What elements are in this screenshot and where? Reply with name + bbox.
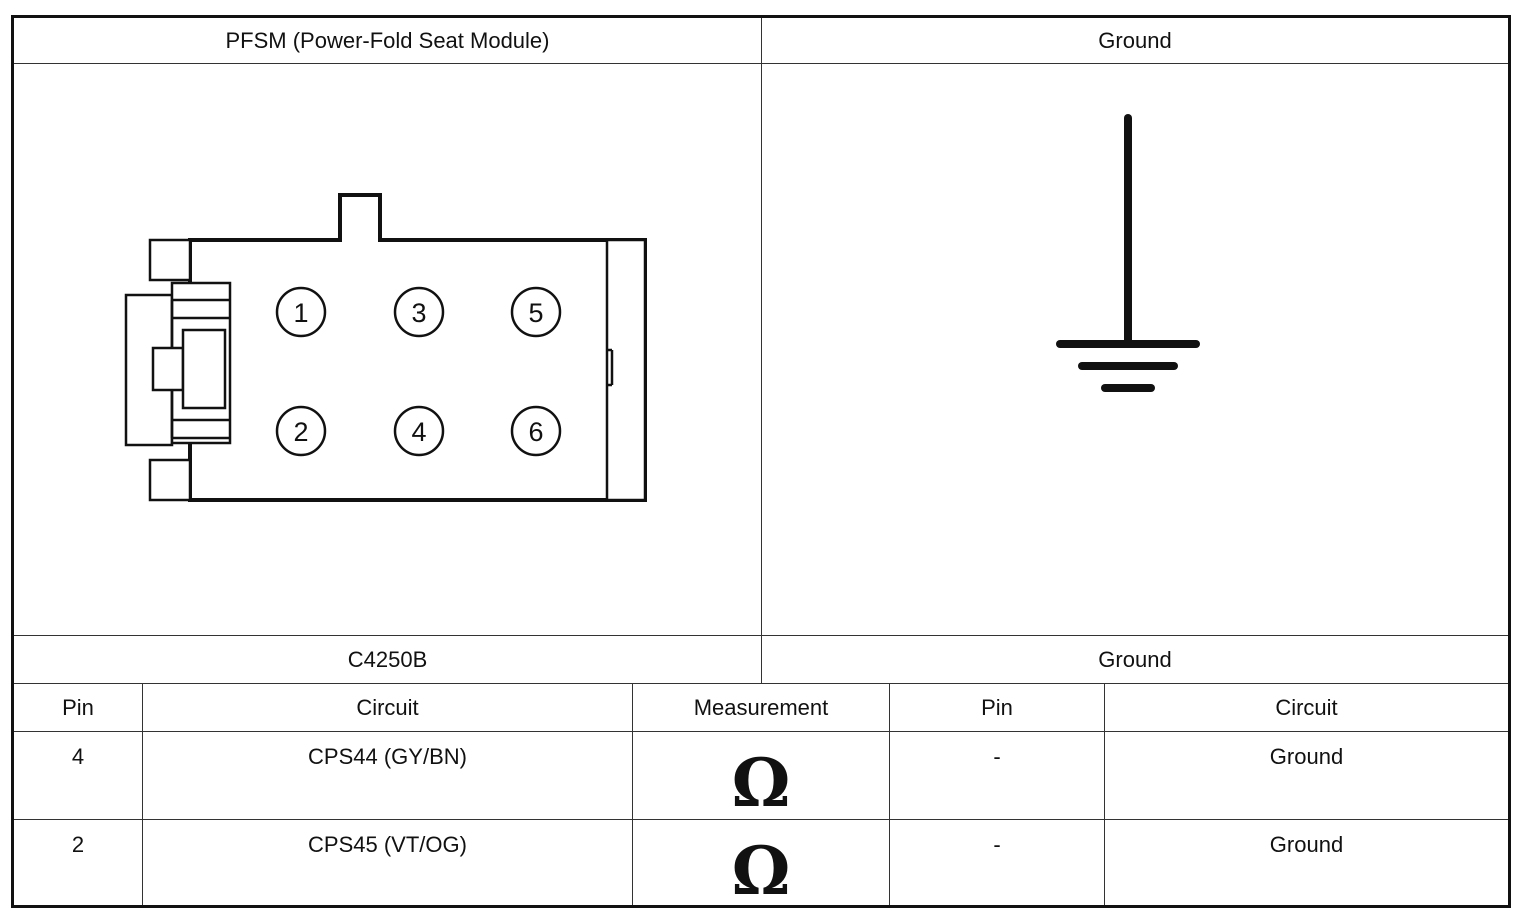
column-header-pin: Pin xyxy=(62,694,94,720)
divider xyxy=(889,683,890,905)
divider xyxy=(14,819,1508,820)
column-header-pin-2: Pin xyxy=(981,694,1013,720)
table-cell-pin-2: - xyxy=(993,832,1001,857)
table-cell-circuit: CPS44 (GY/BN) xyxy=(308,744,467,769)
pin-3-circle xyxy=(393,286,445,338)
column-header-circuit-2: Circuit xyxy=(1275,694,1338,720)
table-cell-pin: 4 xyxy=(71,744,85,769)
pin-1-circle xyxy=(275,286,327,338)
pin-5-circle xyxy=(510,286,562,338)
pin-6-circle xyxy=(510,405,562,457)
pin-2-circle xyxy=(275,405,327,457)
table-cell-pin: 2 xyxy=(71,832,85,857)
connector-name: C4250B xyxy=(347,646,428,672)
table-cell-circuit-2: Ground xyxy=(1269,832,1344,857)
table-cell-circuit: CPS45 (VT/OG) xyxy=(308,832,467,857)
pin-label-1: 1 xyxy=(293,298,308,328)
divider xyxy=(14,683,1508,684)
divider xyxy=(142,683,143,905)
pin-label-3: 3 xyxy=(411,298,426,328)
divider xyxy=(14,731,1508,732)
table-cell-pin-2: - xyxy=(993,744,1001,769)
pin-label-6: 6 xyxy=(528,417,543,447)
pin-4-circle xyxy=(393,405,445,457)
pin-label-4: 4 xyxy=(411,417,426,447)
pin-label-2: 2 xyxy=(293,417,308,447)
divider xyxy=(1104,683,1105,905)
ground-title: Ground xyxy=(1098,27,1172,53)
diagnostic-table xyxy=(11,15,1511,908)
pin-label-5: 5 xyxy=(528,298,543,328)
ohm-icon: Ω xyxy=(732,832,791,910)
ground-connector-name: Ground xyxy=(1098,646,1172,672)
svg-text:Ω: Ω xyxy=(732,832,791,910)
column-header-measurement: Measurement xyxy=(693,694,829,720)
divider xyxy=(761,18,762,683)
module-title: PFSM (Power-Fold Seat Module) xyxy=(225,27,550,53)
ohm-icon: Ω xyxy=(732,744,791,822)
divider xyxy=(632,683,633,905)
column-header-circuit: Circuit xyxy=(356,694,419,720)
table-cell-circuit-2: Ground xyxy=(1269,744,1344,769)
svg-text:Ω: Ω xyxy=(732,744,791,822)
